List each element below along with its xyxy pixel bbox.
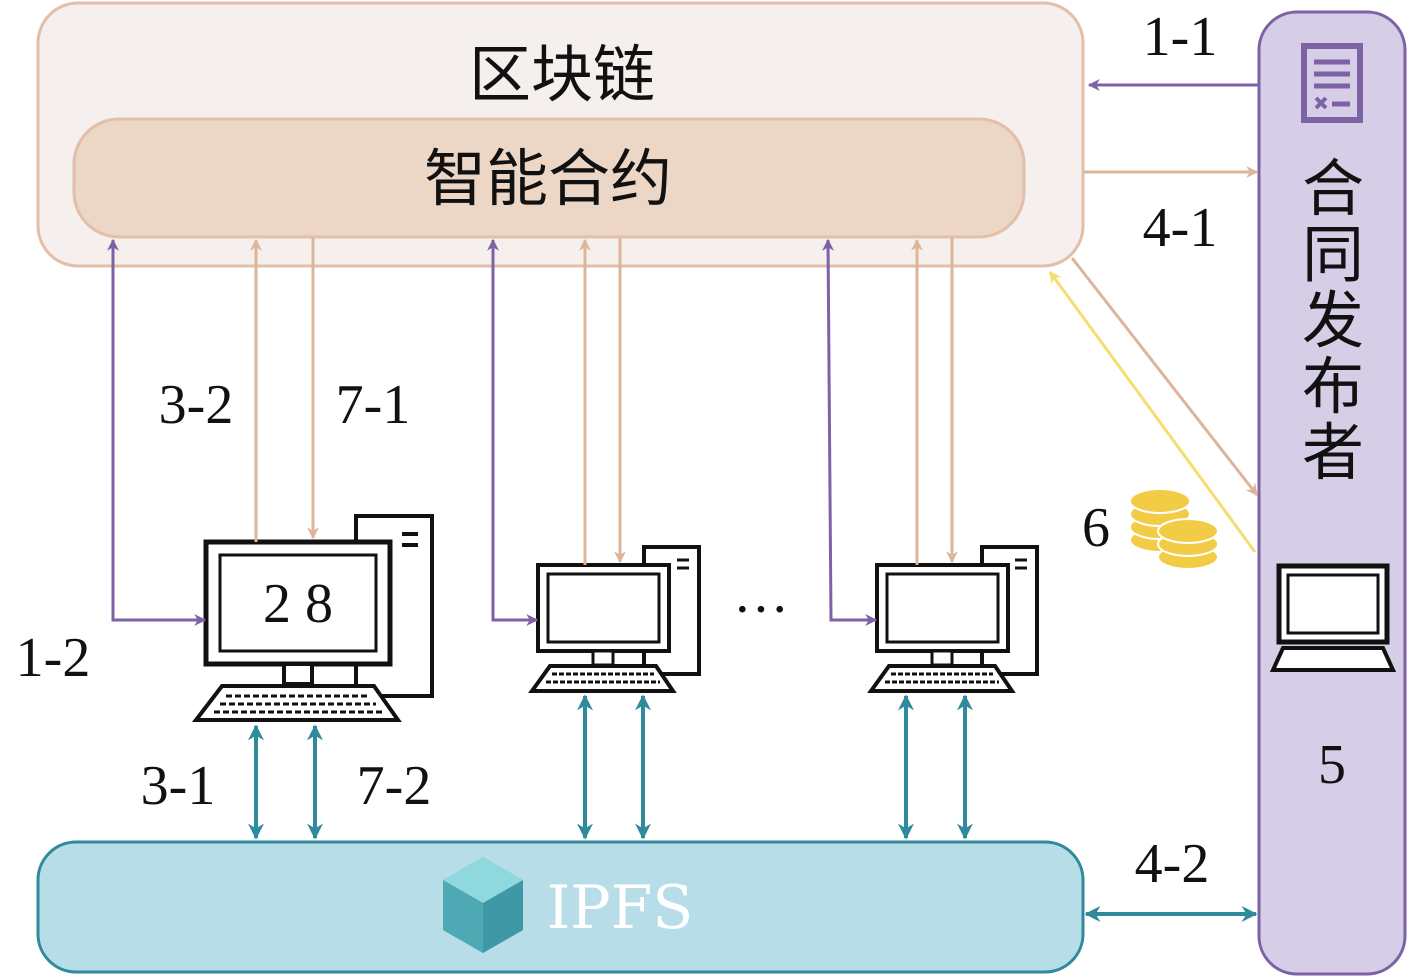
arrow-node3 [822,238,878,626]
node-1-screen-text: 2 8 [263,573,333,635]
tan-arrows [250,166,1259,565]
publisher-title-char-2: 同 [1302,218,1364,291]
laptop-icon [1269,563,1397,672]
publisher-title-char-1: 合 [1302,152,1364,225]
arrow-node2 [487,238,539,626]
ellipsis: ··· [733,579,789,641]
publisher-title-char-5: 者 [1302,416,1364,489]
step-3-2-label: 3-2 [159,374,234,436]
step-5-label: 5 [1318,734,1346,796]
smart-contract-box [72,117,1026,239]
arrow-1-2-node1 [107,238,207,626]
step-3-1-label: 3-1 [141,755,216,817]
purple-arrows [107,79,1259,626]
step-1-2-label: 1-2 [16,627,91,689]
coin-stack-icon [1129,488,1219,570]
teal-arrows [248,694,1258,922]
step-7-1-label: 7-1 [336,374,411,436]
arrow-6-payment [1048,271,1257,553]
smart-contract-title: 智能合约 [424,142,672,215]
step-1-1-label: 1-1 [1143,6,1218,68]
blockchain-title: 区块链 [469,38,655,111]
desktop-computer-icon [867,545,1039,693]
desktop-computer-icon [528,545,701,693]
step-7-2-label: 7-2 [357,755,432,817]
arrow-contract-to-publisher [1070,257,1259,496]
ipfs-box [36,840,1085,974]
step-6-label: 6 [1082,497,1110,559]
step-4-2-label: 4-2 [1135,833,1210,895]
contract-document-icon [1301,43,1363,123]
step-4-1-label: 4-1 [1143,197,1218,259]
publisher-title-char-3: 发 [1302,284,1364,357]
ipfs-cube-icon [443,857,523,953]
desktop-computer-icon [191,514,434,722]
ipfs-label: IPFS [547,873,694,943]
publisher-box [1257,10,1407,976]
publisher-title-char-4: 布 [1302,350,1364,423]
